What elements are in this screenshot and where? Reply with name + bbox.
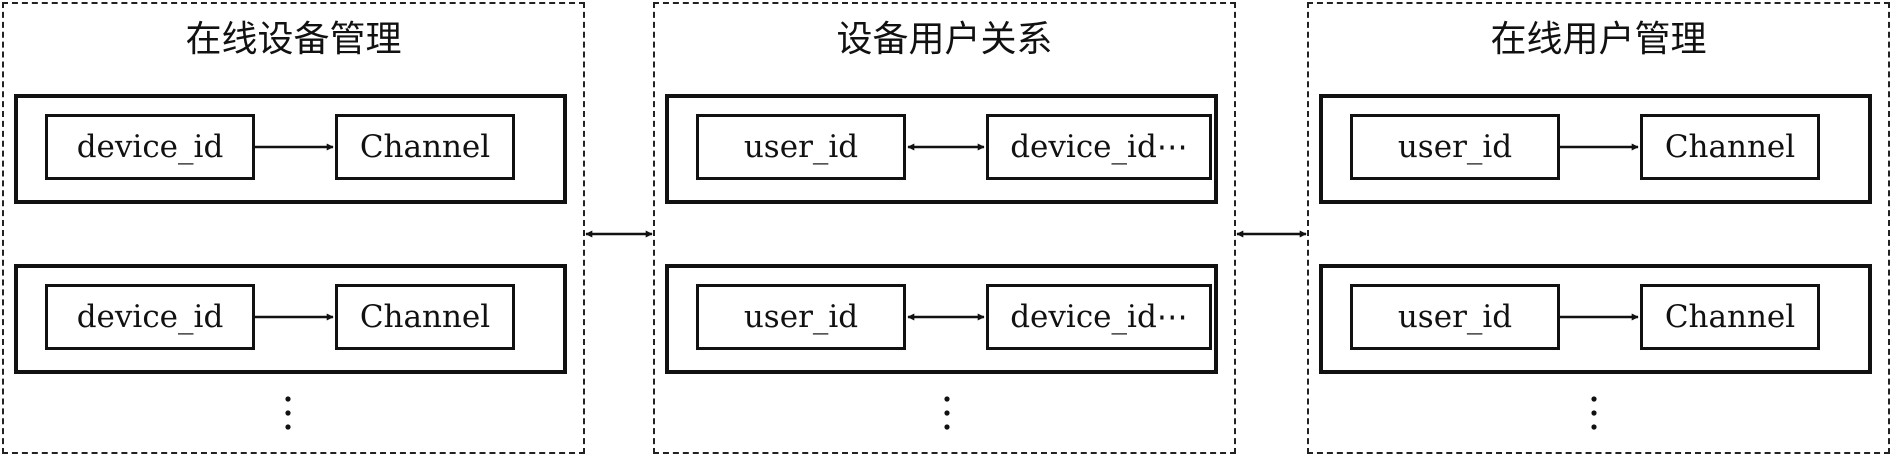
device-entry: device_id Channel bbox=[14, 264, 567, 374]
more-entries-ellipsis bbox=[944, 396, 950, 430]
one-way-arrow bbox=[255, 143, 334, 151]
device-ids-box: device_id⋯ bbox=[986, 284, 1212, 350]
two-way-arrow bbox=[907, 313, 985, 321]
panel-title: 设备用户关系 bbox=[836, 19, 1053, 60]
user-entry: user_id Channel bbox=[1319, 94, 1872, 204]
user-id-box: user_id bbox=[1350, 114, 1560, 180]
channel-box: Channel bbox=[1640, 114, 1820, 180]
channel-box: Channel bbox=[335, 114, 515, 180]
device-id-box: device_id bbox=[45, 114, 255, 180]
device-id-box: device_id bbox=[45, 284, 255, 350]
channel-box: Channel bbox=[335, 284, 515, 350]
relation-entry: user_id device_id⋯ bbox=[665, 94, 1218, 204]
panel-device-user-relation: 设备用户关系 user_id device_id⋯ user_id device… bbox=[653, 2, 1236, 454]
channel-box: Channel bbox=[1640, 284, 1820, 350]
panel-title: 在线设备管理 bbox=[185, 19, 402, 60]
two-way-arrow bbox=[907, 143, 985, 151]
user-id-box: user_id bbox=[696, 284, 906, 350]
one-way-arrow bbox=[1560, 143, 1639, 151]
user-id-box: user_id bbox=[696, 114, 906, 180]
panel-online-devices: 在线设备管理 device_id Channel device_id Chann… bbox=[2, 2, 585, 454]
device-entry: device_id Channel bbox=[14, 94, 567, 204]
more-entries-ellipsis bbox=[285, 396, 291, 430]
one-way-arrow bbox=[1560, 313, 1639, 321]
device-ids-box: device_id⋯ bbox=[986, 114, 1212, 180]
more-entries-ellipsis bbox=[1591, 396, 1597, 430]
user-entry: user_id Channel bbox=[1319, 264, 1872, 374]
one-way-arrow bbox=[255, 313, 334, 321]
panel-title: 在线用户管理 bbox=[1490, 19, 1707, 60]
user-id-box: user_id bbox=[1350, 284, 1560, 350]
two-way-connector bbox=[1236, 230, 1307, 238]
relation-entry: user_id device_id⋯ bbox=[665, 264, 1218, 374]
two-way-connector bbox=[585, 230, 653, 238]
panel-online-users: 在线用户管理 user_id Channel user_id Channel bbox=[1307, 2, 1890, 454]
